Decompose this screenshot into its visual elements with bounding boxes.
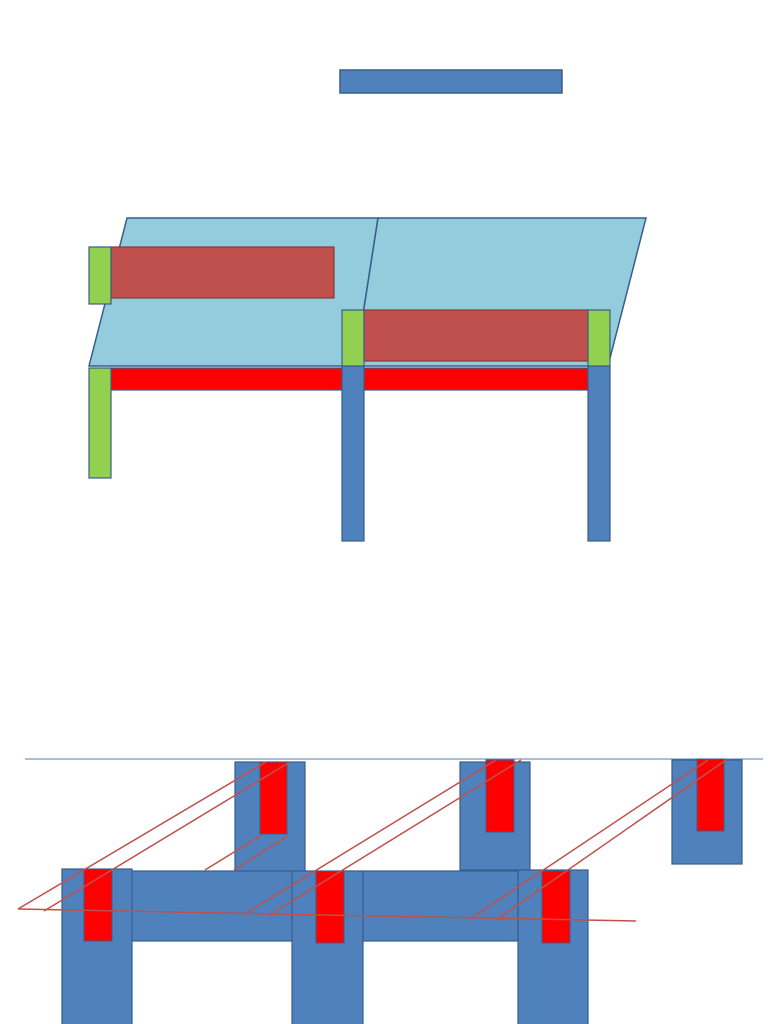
top-bar — [339, 69, 563, 94]
insert-lower-3 — [541, 870, 571, 944]
guide-baseline — [17, 908, 637, 922]
insert-lower-1 — [83, 868, 113, 942]
insert-upper-1 — [259, 761, 288, 835]
lower-beam-left — [130, 870, 294, 942]
insert-lower-2 — [315, 870, 345, 944]
column-left-upper — [88, 246, 112, 305]
guide-diagonal — [43, 761, 291, 912]
insert-upper-2 — [485, 759, 515, 833]
guide-diagonal — [233, 835, 289, 871]
column-left-lower — [88, 367, 112, 479]
column-middle — [341, 365, 365, 542]
wall-panel-right — [363, 309, 589, 362]
guide-diagonal — [204, 835, 261, 871]
wall-panel-left — [110, 246, 335, 299]
bottom-figure — [17, 758, 763, 1024]
insert-upper-3 — [696, 758, 725, 832]
cap-middle — [341, 309, 365, 367]
top-figure — [88, 69, 647, 542]
column-right — [587, 365, 611, 542]
diagonal-guides — [17, 759, 727, 922]
guide-diagonal — [267, 759, 522, 917]
guide-diagonal — [495, 759, 727, 921]
beam-right — [363, 367, 589, 391]
guide-diagonal — [242, 759, 497, 916]
guide-diagonal — [17, 761, 267, 910]
cap-right — [587, 309, 611, 367]
beam-left — [110, 367, 344, 391]
lower-beam-right — [361, 870, 519, 942]
guide-diagonal — [469, 759, 709, 920]
